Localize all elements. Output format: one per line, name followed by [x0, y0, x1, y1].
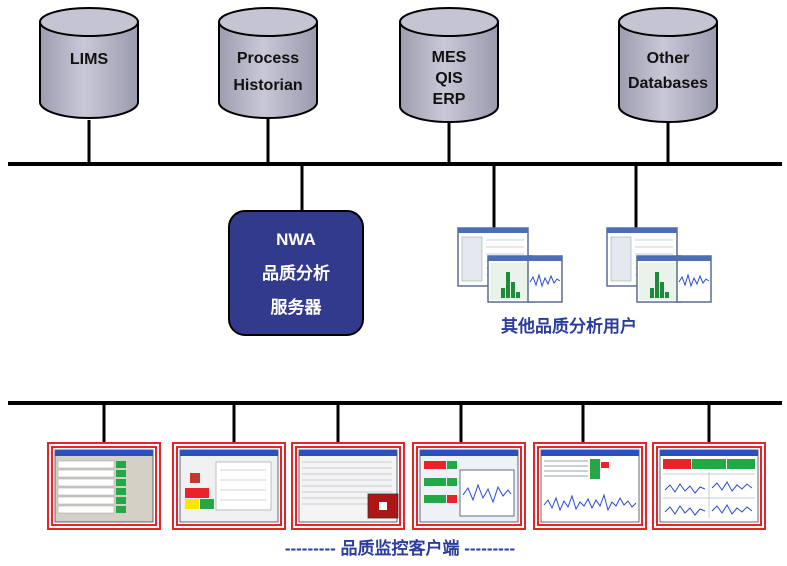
- database-label: MES: [432, 49, 467, 66]
- monitor-client-6: [652, 442, 766, 530]
- monitor-client-4: [412, 442, 526, 530]
- server-label: 服务器: [271, 297, 323, 317]
- monitor-client-1: [47, 442, 161, 530]
- database-lims: LIMS: [39, 7, 139, 119]
- monitor-client-2: [172, 442, 286, 530]
- database-label: Historian: [233, 77, 302, 94]
- monitor-clients-label: --------- 品质监控客户端 ---------: [285, 538, 515, 558]
- database-label: Databases: [628, 75, 708, 92]
- monitor-client-5: [533, 442, 647, 530]
- user-workstation-2: [606, 227, 712, 303]
- user-workstation-1: [457, 227, 563, 303]
- monitor-client-3: [291, 442, 405, 530]
- server-label: 品质分析: [262, 263, 330, 283]
- database-process-historian: Process Historian: [218, 7, 318, 119]
- database-other: Other Databases: [618, 7, 718, 123]
- server-label: NWA: [276, 230, 316, 249]
- other-users-label: 其他品质分析用户: [501, 316, 637, 336]
- database-label: Process: [237, 50, 299, 67]
- database-mes-qis-erp: MES QIS ERP: [399, 7, 499, 123]
- database-label: Other: [647, 50, 690, 67]
- database-label: LIMS: [70, 51, 109, 68]
- database-label: QIS: [435, 70, 463, 87]
- nwa-server: NWA 品质分析 服务器: [228, 210, 364, 336]
- database-label: ERP: [433, 91, 466, 108]
